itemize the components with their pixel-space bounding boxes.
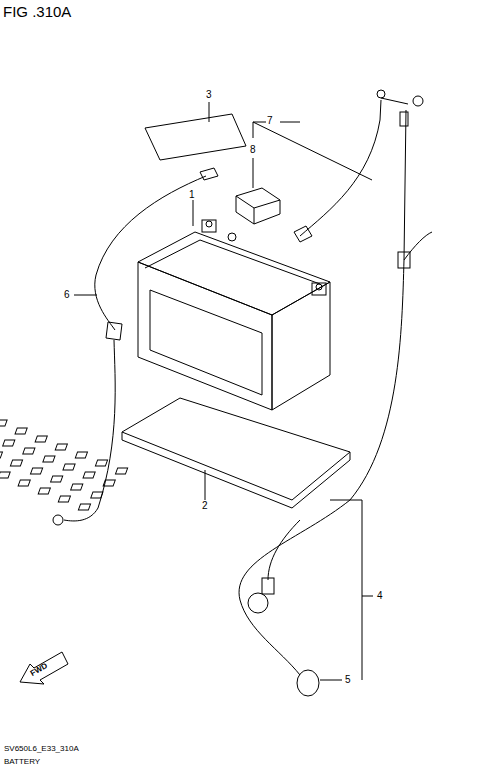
figure-code: SV650L6_E33_310A (4, 745, 79, 753)
tray-hole (58, 496, 70, 502)
tray-hole (63, 464, 75, 470)
leader-line (74, 295, 97, 296)
leader-line (280, 122, 300, 123)
tray-hole (115, 468, 127, 474)
tray-hole (10, 460, 22, 466)
tray-hole (75, 452, 87, 458)
battery (138, 220, 330, 410)
figure-title: FIG .310A (3, 4, 71, 19)
tray-hole (83, 472, 95, 478)
tray-hole (3, 440, 15, 446)
callout-number: 2 (201, 501, 209, 511)
callout-number: 8 (249, 145, 257, 155)
callout-number: 7 (266, 116, 274, 126)
tray-hole (30, 468, 42, 474)
starter-cable (239, 110, 432, 696)
terminal-cover (236, 188, 280, 224)
tray-hole (38, 488, 50, 494)
tray-hole (43, 456, 55, 462)
leader-line (362, 596, 373, 597)
negative-cable (53, 168, 218, 525)
battery-tray (0, 398, 350, 510)
callout-number: 4 (376, 591, 384, 601)
leader-line (253, 158, 254, 188)
leader-line (320, 680, 342, 681)
leader-line (193, 200, 194, 226)
tray-hole (55, 444, 67, 450)
tray-hole (23, 448, 35, 454)
callout-number: 3 (205, 90, 213, 100)
callout-number: 5 (344, 675, 352, 685)
leader-line (209, 102, 210, 122)
callout-number: 1 (188, 190, 196, 200)
leader-line (253, 122, 254, 138)
positive-cable (294, 90, 423, 242)
tray-hole (0, 420, 7, 426)
leader-line (330, 500, 362, 501)
tray-hole (71, 484, 83, 490)
callout-number: 6 (63, 290, 71, 300)
leader-line (362, 500, 363, 680)
tray-hole (95, 460, 107, 466)
pad (145, 114, 246, 160)
forward-arrow (20, 652, 68, 684)
leader-line (253, 122, 372, 180)
forward-label: FWD (29, 662, 49, 678)
caption: BATTERY (4, 758, 40, 766)
tray-hole (15, 428, 27, 434)
tray-hole (78, 504, 90, 510)
tray-hole (0, 452, 2, 458)
tray-hole (51, 476, 63, 482)
leader-line (205, 470, 206, 500)
tray-hole (35, 436, 47, 442)
tray-hole (0, 472, 10, 478)
tray-hole (18, 480, 30, 486)
